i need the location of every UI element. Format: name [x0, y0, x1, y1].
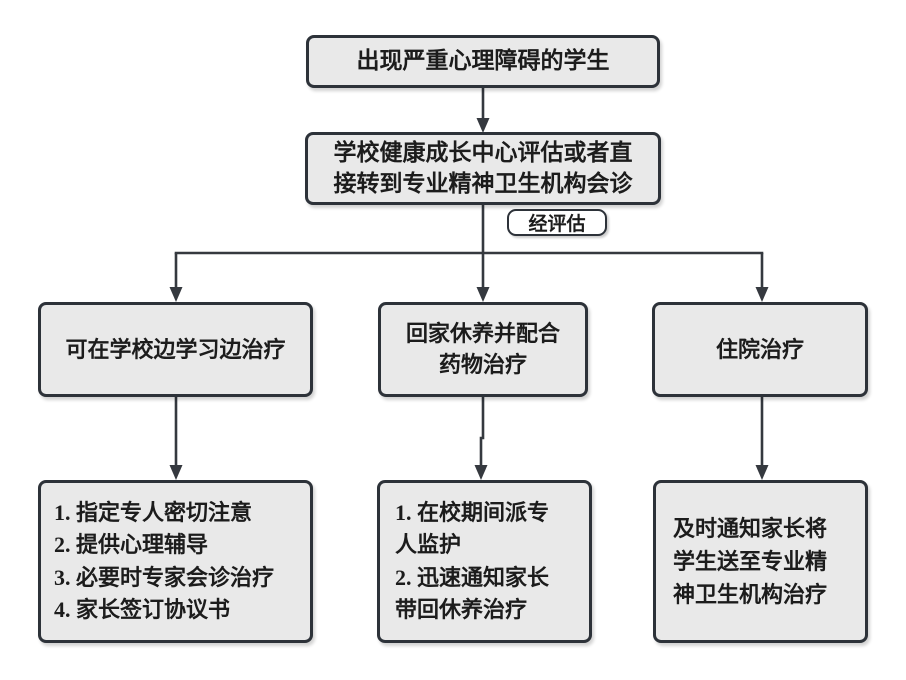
arrowhead-hospital — [755, 287, 769, 302]
node-severe-students: 出现严重心理障碍的学生 — [306, 35, 660, 88]
arrowhead-detail-hospital — [755, 465, 769, 480]
connector-home-to-detail — [479, 397, 485, 466]
node-home-measures: 1. 在校期间派专 人监护 2. 迅速通知家长 带回休养治疗 — [377, 480, 592, 643]
arrowhead-detail-home — [474, 465, 488, 480]
arrowhead-detail-school — [169, 465, 183, 480]
node-home-rest-medication: 回家休养并配合 药物治疗 — [378, 302, 588, 397]
node-school-measures: 1. 指定专人密切注意 2. 提供心理辅导 3. 必要时专家会诊治疗 4. 家长… — [38, 480, 313, 643]
branch-rail — [174, 251, 764, 255]
edge-label-after-assessment: 经评估 — [507, 209, 607, 236]
arrowhead-assessment — [476, 118, 490, 133]
node-hospitalization: 住院治疗 — [652, 302, 868, 397]
arrowhead-school — [169, 287, 183, 302]
node-hospital-measures: 及时通知家长将 学生送至专业精 神卫生机构治疗 — [653, 480, 868, 643]
node-assessment-center: 学校健康成长中心评估或者直 接转到专业精神卫生机构会诊 — [305, 132, 661, 205]
node-study-while-treating: 可在学校边学习边治疗 — [38, 302, 313, 397]
arrowhead-home — [476, 287, 490, 302]
